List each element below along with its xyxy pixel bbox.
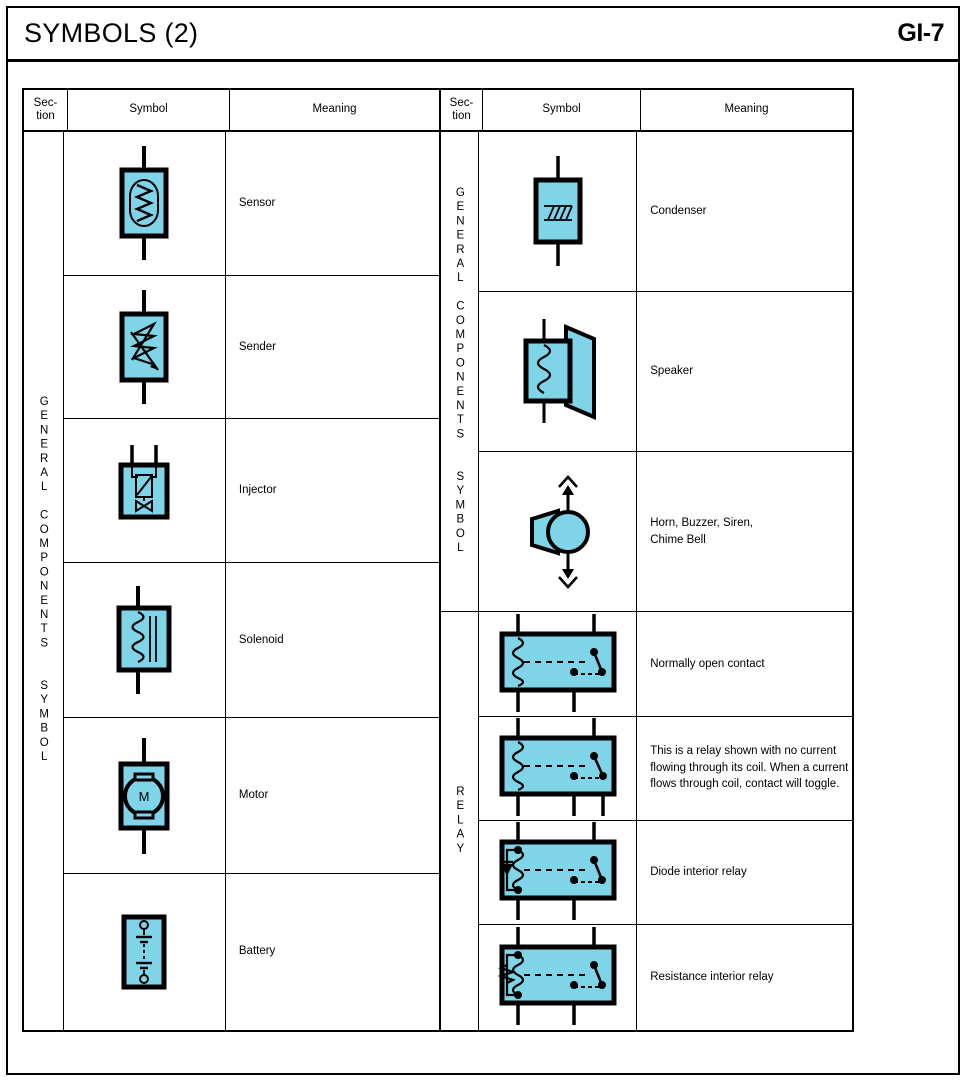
sensor-symbol	[119, 146, 169, 261]
motor-symbol-cell: M	[64, 718, 226, 873]
left-section-label: GENERAL COMPONENTS SYMBOL	[38, 396, 51, 766]
meaning-cell: Injector	[238, 484, 277, 497]
header-label-symbol: Symbol	[542, 103, 581, 116]
header-cell-section: Sec- tion	[441, 90, 483, 130]
battery-symbol-cell	[64, 873, 226, 1030]
motor-symbol: M	[118, 737, 170, 854]
table-row: Normally open contact	[479, 612, 852, 717]
page-code: GI-7	[897, 19, 944, 47]
table-row: M Motor	[63, 718, 439, 874]
header-label-section: Sec- tion	[33, 96, 58, 122]
table-row: Diode interior relay	[479, 820, 852, 925]
horn-symbol-cell	[479, 451, 638, 612]
right-panel: Sec- tion Symbol Meaning GENERAL COMPONE…	[439, 90, 852, 1030]
relay-normally-open-symbol	[499, 614, 617, 712]
table-row: Resistance interior relay	[479, 924, 852, 1030]
meaning-cell: Condenser	[650, 205, 707, 218]
solenoid-symbol	[116, 586, 172, 695]
right-rows: Condenser Spe	[479, 132, 852, 1030]
left-panel: Sec- tion Symbol Meaning GENERAL COMPONE…	[24, 90, 439, 1030]
relay-resistance-symbol	[497, 927, 617, 1026]
page-title: SYMBOLS (2)	[24, 18, 199, 48]
right-section-label-general: GENERAL COMPONENTS SYMBOL	[454, 187, 467, 557]
solenoid-symbol-cell	[64, 563, 226, 718]
header-label-meaning: Meaning	[312, 103, 357, 116]
motor-label: M	[139, 789, 150, 804]
table-row: Speaker	[479, 291, 852, 452]
horn-symbol	[529, 474, 590, 589]
meaning-cell: Battery	[238, 945, 276, 958]
right-section-cell-relay: RELAY	[441, 612, 478, 1030]
right-section-column: GENERAL COMPONENTS SYMBOL RELAY	[441, 132, 480, 1030]
relay-toggle-symbol	[499, 718, 617, 817]
right-header-row: Sec- tion Symbol Meaning	[441, 90, 852, 132]
meaning-cell: Speaker	[650, 364, 694, 377]
header-label-section: Sec- tion	[449, 96, 474, 122]
meaning-cell: Motor	[238, 789, 269, 802]
header-cell-meaning: Meaning	[230, 90, 439, 130]
meaning-cell: Solenoid	[238, 633, 284, 646]
table-row: Injector	[63, 419, 439, 564]
relay-diode-symbol-cell	[479, 820, 638, 924]
table-row: Sender	[63, 275, 439, 420]
relay-diode-symbol	[499, 822, 617, 921]
condenser-symbol	[533, 156, 583, 267]
relay-normally-open-symbol-cell	[479, 612, 638, 716]
right-section-label-relay: RELAY	[454, 785, 467, 857]
injector-symbol	[118, 444, 170, 520]
header-cell-section: Sec- tion	[24, 90, 68, 130]
battery-symbol	[121, 914, 167, 990]
condenser-symbol-cell	[479, 132, 638, 291]
header-cell-symbol: Symbol	[483, 90, 641, 130]
meaning-cell: Normally open contact	[650, 657, 765, 670]
left-header-row: Sec- tion Symbol Meaning	[24, 90, 439, 132]
relay-resistance-symbol-cell	[479, 924, 638, 1030]
header-label-symbol: Symbol	[129, 103, 168, 116]
injector-symbol-cell	[64, 419, 226, 563]
left-body: GENERAL COMPONENTS SYMBOL	[24, 132, 439, 1030]
table-row: Solenoid	[63, 563, 439, 719]
page-border	[6, 6, 960, 1075]
left-section-cell: GENERAL COMPONENTS SYMBOL	[24, 132, 64, 1030]
left-rows: Sensor	[63, 132, 439, 1030]
meaning-cell: Resistance interior relay	[650, 971, 774, 984]
table-row: Horn, Buzzer, Siren, Chime Bell	[479, 451, 852, 613]
meaning-cell: This is a relay shown with no current fl…	[650, 745, 849, 791]
table-row: This is a relay shown with no current fl…	[479, 716, 852, 821]
speaker-symbol-cell	[479, 291, 638, 451]
relay-toggle-symbol-cell	[479, 716, 638, 820]
table-row: Condenser	[479, 132, 852, 292]
sender-symbol	[119, 290, 169, 404]
sensor-symbol-cell	[64, 132, 226, 275]
header-cell-symbol: Symbol	[68, 90, 230, 130]
meaning-cell: Diode interior relay	[650, 865, 747, 878]
header-label-meaning: Meaning	[724, 103, 769, 116]
speaker-symbol	[523, 319, 596, 424]
meaning-cell: Sensor	[238, 197, 276, 209]
right-section-cell-general: GENERAL COMPONENTS SYMBOL	[441, 132, 479, 613]
sender-symbol-cell	[64, 275, 226, 419]
table-row: Battery	[64, 873, 439, 1030]
meaning-cell: Sender	[238, 340, 276, 353]
page-header: SYMBOLS (2) GI-7	[8, 8, 958, 62]
meaning-cell: Horn, Buzzer, Siren, Chime Bell	[650, 516, 754, 546]
symbols-table: Sec- tion Symbol Meaning GENERAL COMPONE…	[22, 88, 854, 1032]
right-body: GENERAL COMPONENTS SYMBOL RELAY	[441, 132, 852, 1030]
table-row: Sensor	[63, 132, 439, 276]
header-cell-meaning: Meaning	[641, 90, 852, 130]
